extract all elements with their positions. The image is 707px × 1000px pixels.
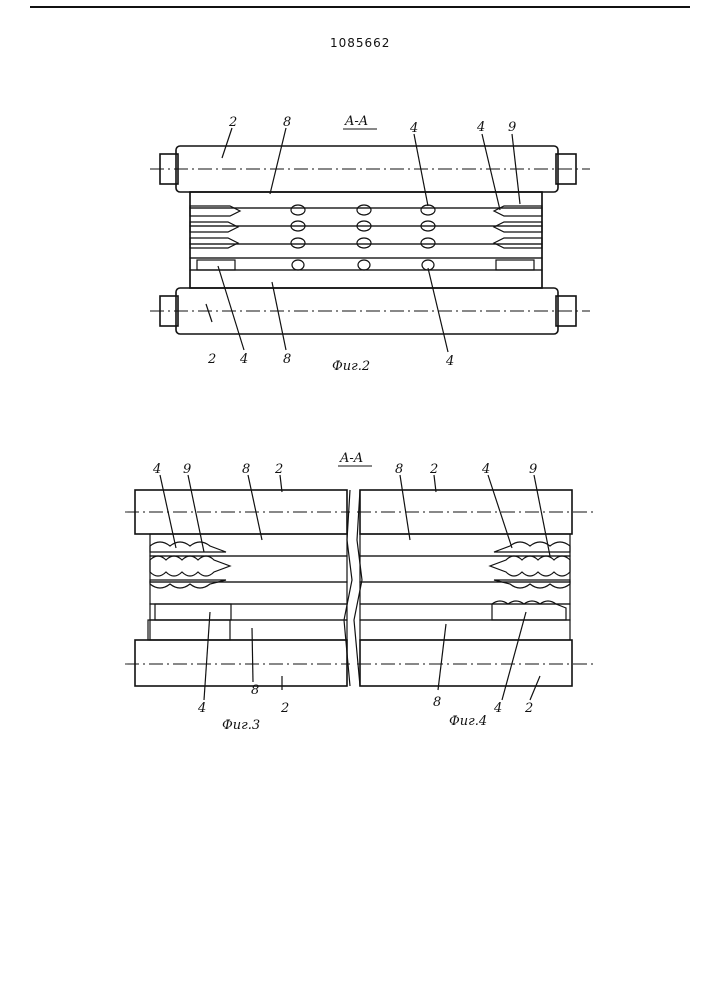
fig3-callout-plate-top: 8	[242, 462, 250, 477]
fig2-bottom-roll	[150, 288, 590, 334]
fig34-section-label: A-A	[339, 451, 363, 466]
fig2-callout-pad-right: 4	[476, 120, 485, 135]
fig4-callout-roll-top: 2	[429, 462, 438, 477]
fig3-break-line	[344, 490, 352, 686]
fig3-callout-pad-top: 4	[152, 462, 161, 477]
fig3-bottom-roll	[135, 640, 347, 686]
fig2-callout-roll-bottom: 2	[207, 352, 216, 367]
fig4-callout-plate-bottom: 8	[433, 695, 441, 710]
fig4-callout-roll-bottom: 2	[524, 701, 533, 716]
figure-4: 8 2 4 9 8 4 2 Фиг.4	[357, 462, 596, 729]
fig2-callout-roll-top: 2	[228, 115, 237, 130]
fig2-callout-pad-left: 4	[239, 352, 248, 367]
fig2-leaders	[206, 128, 520, 352]
fig4-gaskets	[490, 542, 570, 588]
fig4-leaders	[400, 475, 550, 700]
figure-2: A-A	[150, 114, 590, 374]
fig2-plate-stack	[190, 192, 542, 288]
fig2-callout-gasket: 9	[508, 120, 516, 135]
fig4-caption: Фиг.4	[449, 714, 487, 729]
fig2-top-roll	[150, 146, 590, 192]
fig3-callout-roll-top: 2	[274, 462, 283, 477]
document-number: 1085662	[330, 36, 390, 50]
fig2-left-gaskets	[190, 206, 240, 270]
fig2-right-gaskets	[494, 206, 542, 270]
fig4-callout-plate-top: 8	[395, 462, 403, 477]
fig2-callout-pad-center: 4	[409, 121, 418, 136]
fig2-callout-pad-bottom: 4	[445, 354, 454, 369]
fig2-section-label: A-A	[344, 114, 368, 129]
fig2-callout-plate-bottom: 8	[283, 352, 291, 367]
fig4-callout-pad-top: 4	[481, 462, 490, 477]
fig3-callout-pad-bottom: 4	[197, 701, 206, 716]
fig4-bottom-roll	[360, 640, 572, 686]
fig3-caption: Фиг.3	[222, 718, 260, 733]
fig4-callout-gasket: 9	[529, 462, 537, 477]
fig2-round-pads	[291, 205, 435, 270]
fig4-callout-pad-bottom: 4	[493, 701, 502, 716]
fig3-callout-plate-bottom: 8	[251, 683, 259, 698]
fig3-callout-roll-bottom: 2	[280, 701, 289, 716]
fig2-callout-plate-top: 8	[283, 115, 291, 130]
fig3-callout-gasket: 9	[183, 462, 191, 477]
fig3-gaskets	[150, 542, 230, 588]
fig2-caption: Фиг.2	[332, 359, 370, 374]
figure-3: 4 9 8 2 4 8 2 Фиг.3	[125, 462, 350, 733]
